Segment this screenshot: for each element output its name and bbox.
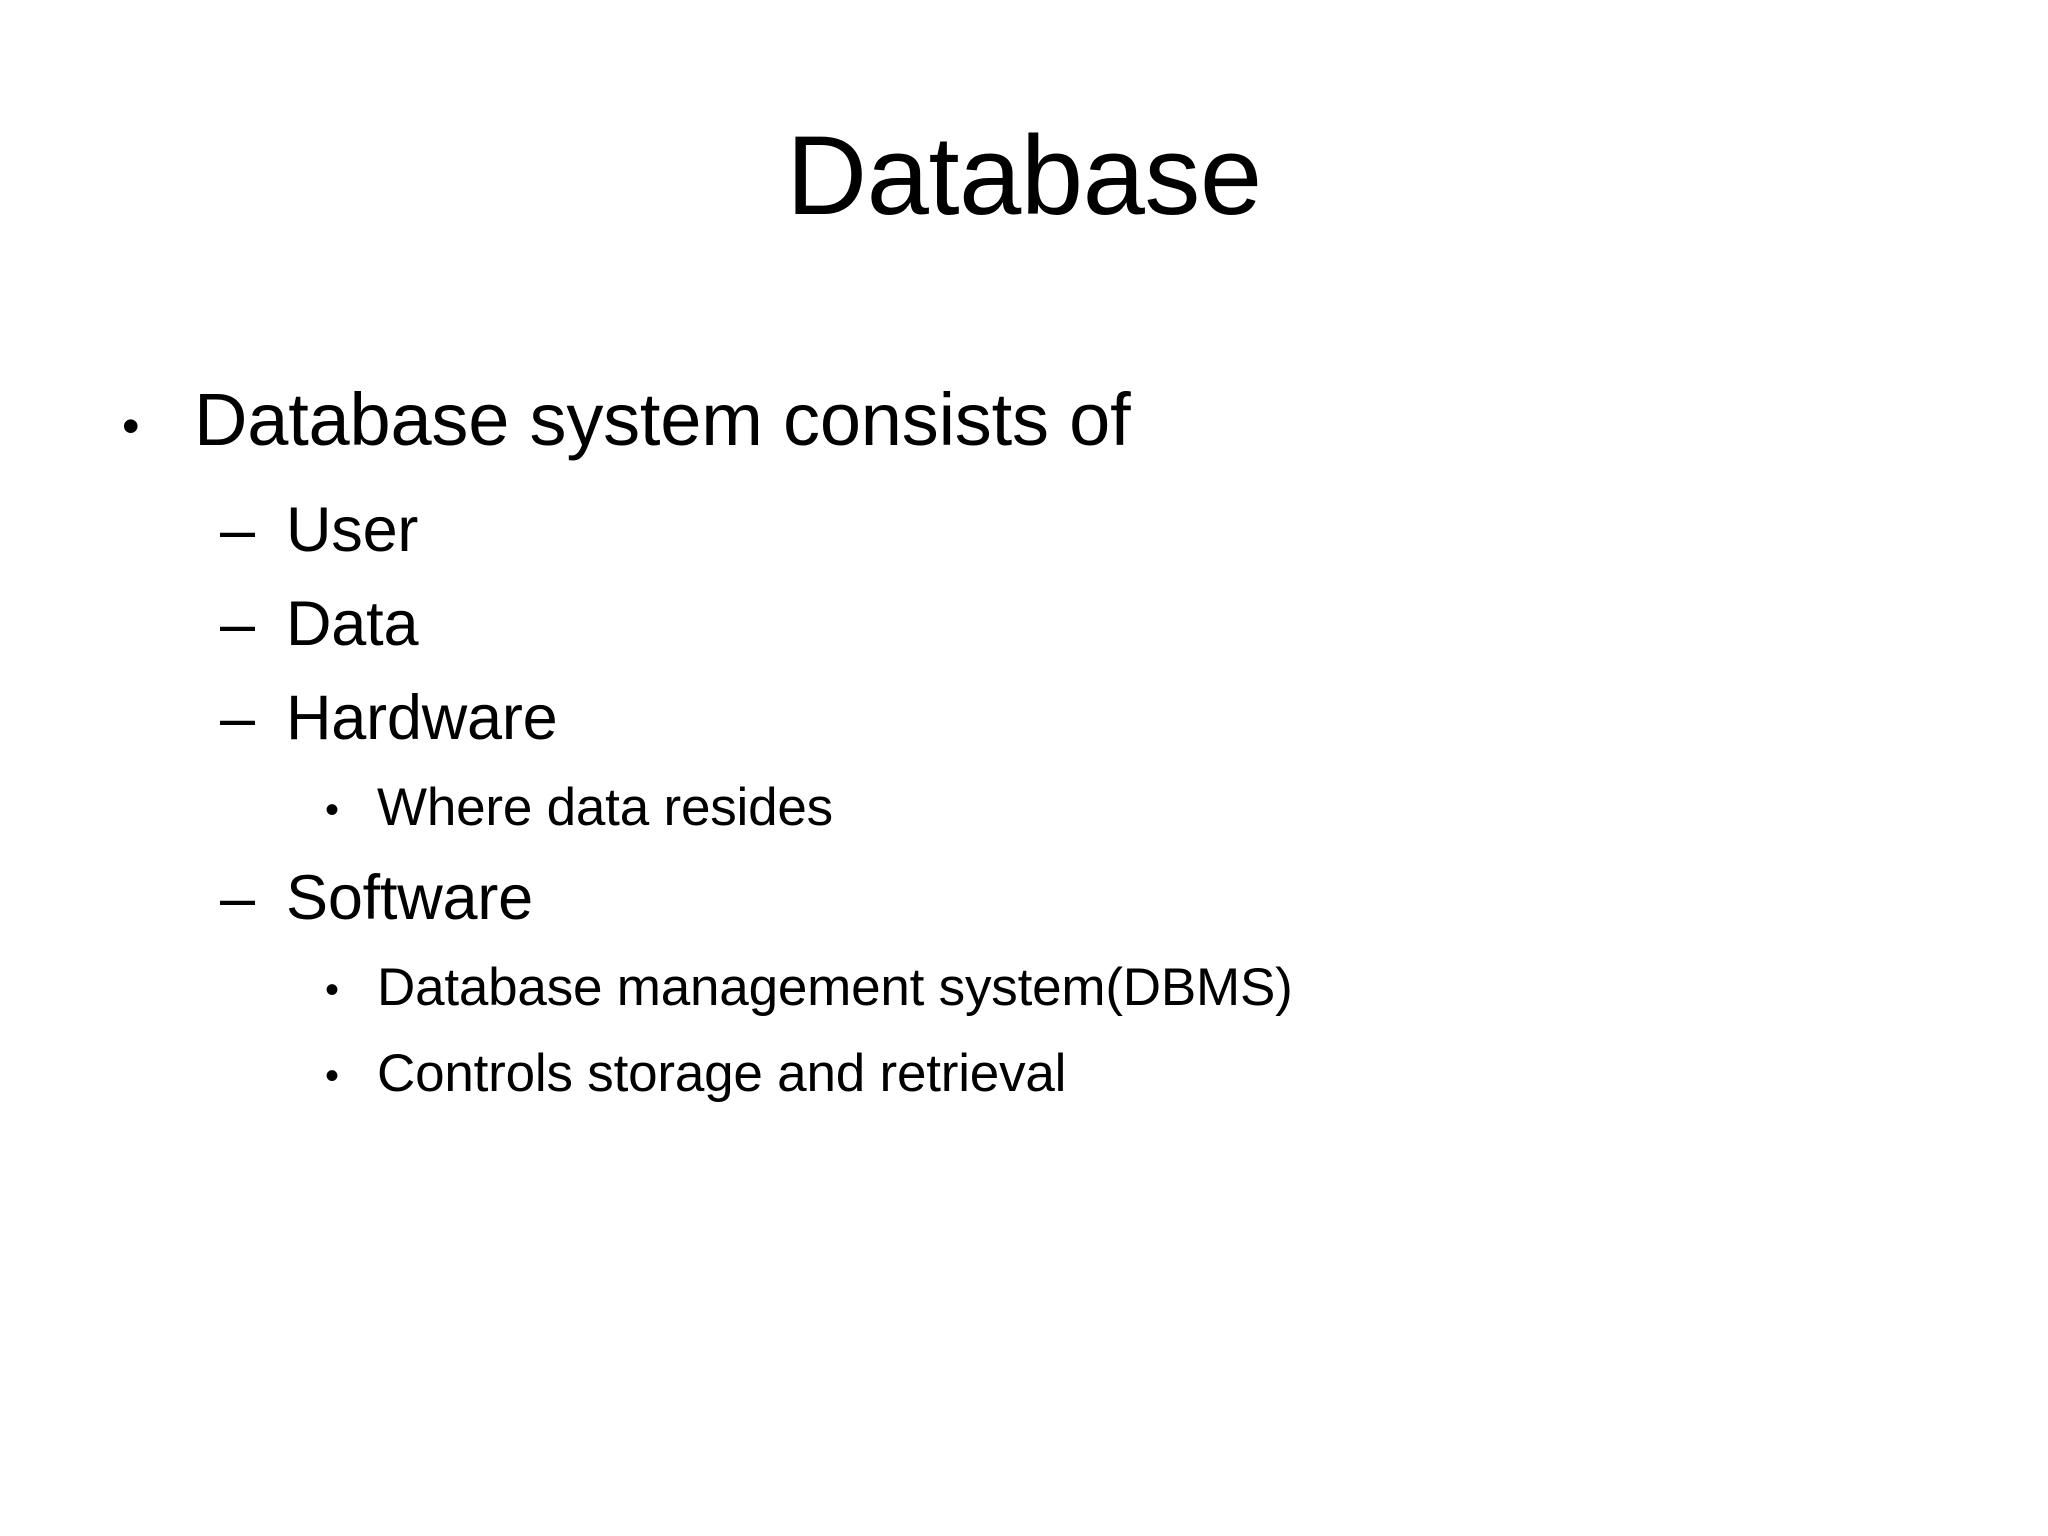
bullet-dash-icon: – [220, 495, 256, 565]
list-item-label: Database management system(DBMS) [377, 958, 1293, 1017]
list-item: • Database system consists of [0, 372, 2048, 476]
list-item-label: User [286, 495, 419, 565]
list-item: • Where data resides [0, 768, 2048, 852]
list-item: – User [0, 486, 2048, 574]
bullet-dash-icon: – [220, 863, 256, 933]
list-item-label: Hardware [286, 683, 558, 753]
bullet-dash-icon: – [220, 683, 256, 753]
list-item: – Software [0, 854, 2048, 942]
list-item: – Data [0, 580, 2048, 668]
list-item-label: Database system consists of [194, 378, 1131, 461]
list-item: • Database management system(DBMS) [0, 948, 2048, 1032]
list-item-label: Data [286, 589, 419, 659]
list-item: – Hardware [0, 674, 2048, 762]
list-item-label: Where data resides [377, 778, 833, 837]
bullet-dash-icon: – [220, 589, 256, 659]
bullet-dot-icon: • [325, 968, 340, 1012]
slide-title: Database [786, 113, 1262, 238]
slide-body-content: • Database system consists of – User – D… [0, 372, 2048, 1120]
list-item-label: Controls storage and retrieval [377, 1044, 1067, 1103]
list-item: • Controls storage and retrieval [0, 1034, 2048, 1118]
bullet-dot-icon: • [325, 788, 340, 832]
bullet-dot-icon: • [122, 398, 140, 454]
bullet-dot-icon: • [325, 1054, 340, 1098]
list-item-label: Software [286, 863, 534, 933]
